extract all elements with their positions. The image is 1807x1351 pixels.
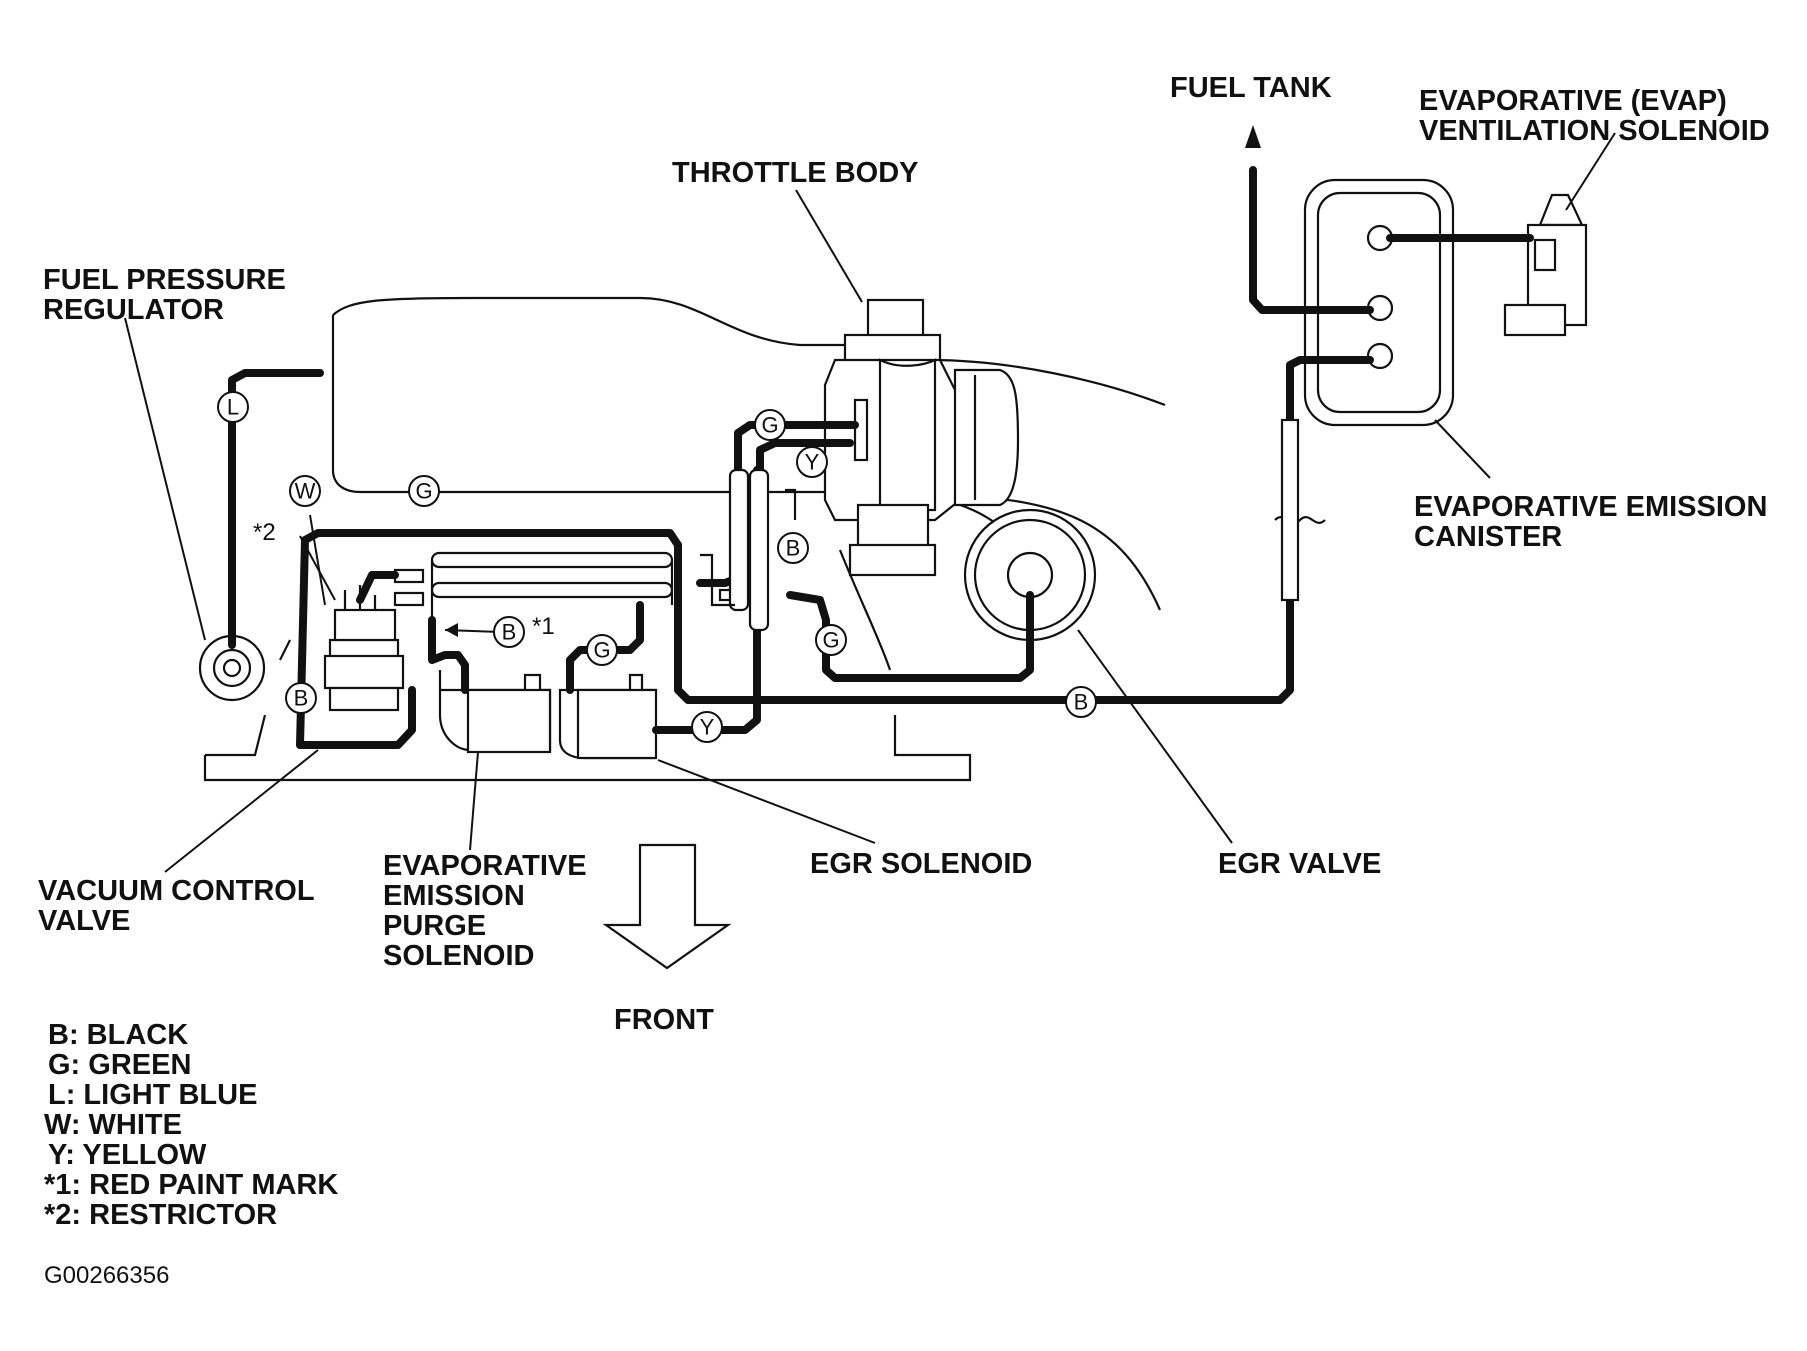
svg-text:L: L [227,395,239,420]
badge-b-tb: B [777,532,809,564]
label-purge-solenoid-3: PURGE [383,910,486,942]
svg-text:G: G [822,628,839,653]
label-purge-solenoid-2: EMISSION [383,880,525,912]
svg-text:Y: Y [805,450,820,475]
label-evap-vent-solenoid-2: VENTILATION SOLENOID [1419,115,1770,147]
label-purge-solenoid-1: EVAPORATIVE [383,850,587,882]
svg-text:W: W [295,479,316,504]
label-evap-canister-1: EVAPORATIVE EMISSION [1414,491,1767,523]
label-evap-canister-2: CANISTER [1414,521,1562,553]
vacuum-hoses [228,166,1534,749]
label-purge-solenoid-4: SOLENOID [383,940,534,972]
vacuum-control-valve [323,585,405,712]
legend: B: BLACK G: GREEN L: LIGHT BLUE W: WHITE… [44,1019,338,1231]
legend-item: L: LIGHT BLUE [48,1079,257,1111]
svg-text:B: B [294,686,309,711]
legend-item: W: WHITE [44,1109,182,1141]
label-mark-1: *1 [532,613,555,640]
legend-item: B: BLACK [48,1019,188,1051]
svg-text:G: G [761,413,778,438]
throttle-body [823,298,1020,577]
badge-g-purge: G [586,634,618,666]
leader-lines [124,132,1616,873]
fuel-tank-arrow [1245,125,1326,602]
legend-item: Y: YELLOW [48,1139,207,1171]
svg-text:B: B [1074,690,1089,715]
legend-item: *2: RESTRICTOR [44,1199,277,1231]
label-fuel-tank: FUEL TANK [1170,72,1332,104]
label-mark-2: *2 [253,519,276,546]
badge-w: W [289,475,321,507]
front-arrow [602,843,732,970]
svg-text:B: B [502,620,517,645]
svg-text:G: G [593,638,610,663]
badge-g-vcv: G [408,475,440,507]
egr-solenoid [558,673,658,760]
legend-item: G: GREEN [48,1049,191,1081]
badge-b-mark: B [493,616,525,648]
evap-ventilation-solenoid [1503,193,1588,337]
figure-id: G00266356 [44,1262,169,1289]
legend-item: *1: RED PAINT MARK [44,1169,338,1201]
svg-text:G: G [415,479,432,504]
label-evap-vent-solenoid-1: EVAPORATIVE (EVAP) [1419,85,1727,117]
label-egr-valve: EGR VALVE [1218,848,1381,880]
label-vacuum-control-valve-1: VACUUM CONTROL [38,875,315,907]
label-fuel-pressure-regulator-2: REGULATOR [43,294,224,326]
svg-text:Y: Y [700,715,715,740]
label-egr-solenoid: EGR SOLENOID [810,848,1032,880]
label-front: FRONT [614,1004,714,1036]
evap-purge-solenoid [438,670,552,754]
badge-g-tb: G [754,409,786,441]
label-fuel-pressure-regulator-1: FUEL PRESSURE [43,264,286,296]
label-vacuum-control-valve-2: VALVE [38,905,130,937]
manifold-tubes [393,551,752,620]
evap-canister [1303,178,1455,427]
egr-valve [963,508,1097,642]
badge-b-main: B [1065,686,1097,718]
badge-y-egr: Y [691,711,723,743]
fuel-pressure-regulator [198,634,266,702]
svg-text:B: B [786,536,801,561]
label-throttle-body: THROTTLE BODY [672,157,919,189]
badge-g-egr: G [815,624,847,656]
badge-y-tb: Y [796,446,828,478]
badge-b-vcv: B [285,682,317,714]
badge-l: L [217,391,249,423]
